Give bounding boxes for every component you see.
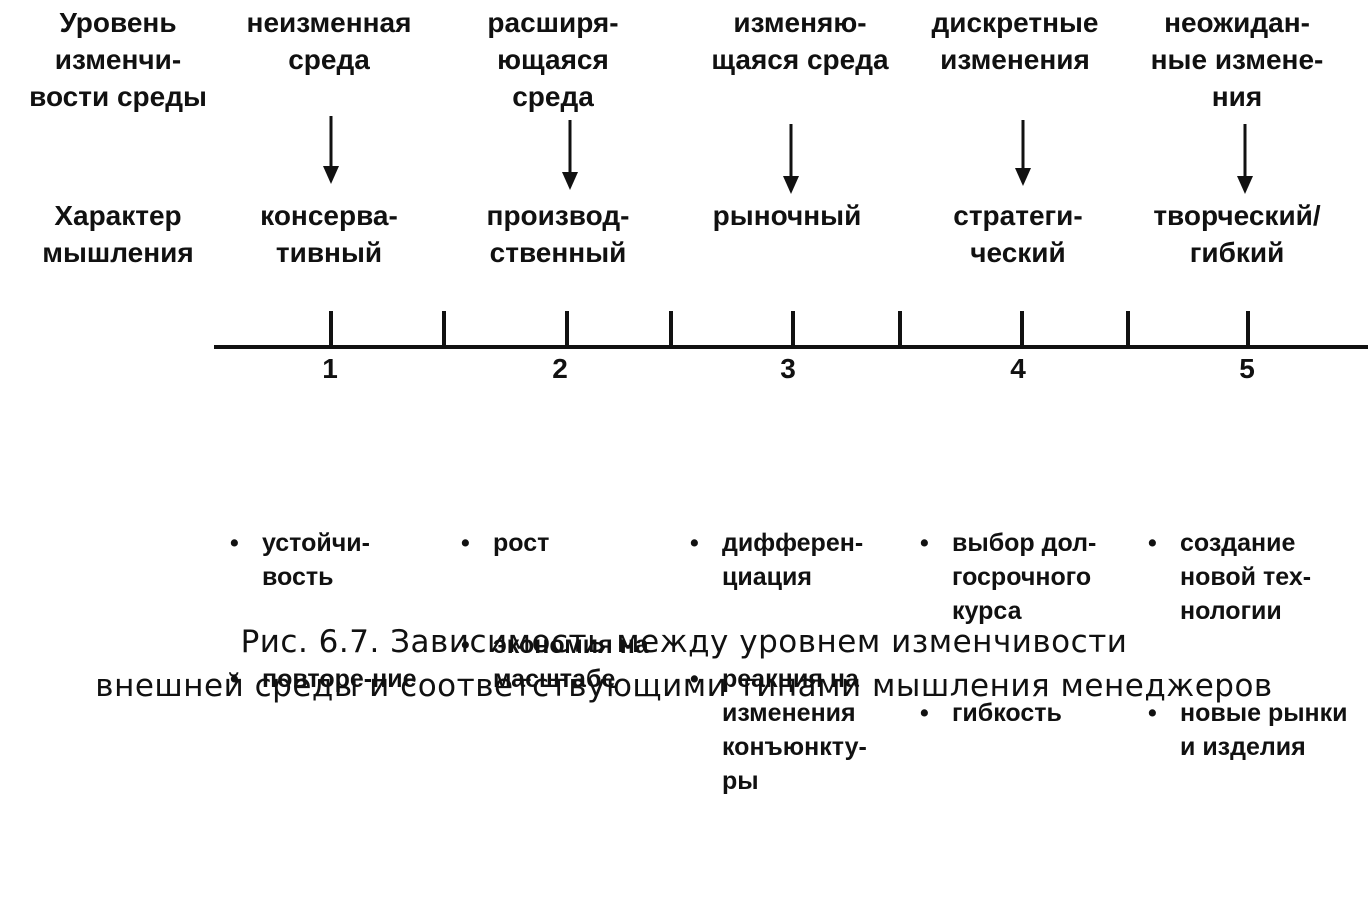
list-item: устойчи- вость — [228, 526, 416, 594]
bullet-list-4: выбор дол- госрочного курса гибкость — [918, 390, 1096, 832]
arrow-head-1 — [323, 166, 339, 184]
thinking-label-2: производ- ственный — [486, 200, 630, 268]
list-item: повторе-ние — [228, 662, 416, 696]
environment-label-2: расширя- ющаяся среда — [487, 7, 619, 112]
scale-number-4: 4 — [1010, 353, 1026, 384]
list-item: дифферен- циация — [688, 526, 867, 594]
environment-label-3: изменяю- щаяся среда — [711, 7, 889, 75]
bullet-list-1: устойчи- вость повторе-ние — [228, 390, 416, 798]
figure-caption: Рис. 6.7. Зависимость между уровнем изме… — [95, 624, 1273, 704]
thinking-label-5: творческий/ гибкий — [1153, 200, 1321, 268]
thinking-label-3: рыночный — [712, 200, 862, 231]
thinking-label-4: стратеги- ческий — [953, 200, 1083, 268]
scale-number-5: 5 — [1239, 353, 1255, 384]
bullet-list-2: рост экономия на масштабе — [459, 390, 649, 798]
scale-number-1: 1 — [322, 353, 338, 384]
environment-label-4: дискретные изменения — [931, 7, 1099, 75]
environment-label-5: неожидан- ные измене- ния — [1150, 7, 1324, 112]
list-item: рост — [459, 526, 649, 560]
list-item: выбор дол- госрочного курса — [918, 526, 1096, 628]
arrow-head-5 — [1237, 176, 1253, 194]
arrow-head-2 — [562, 172, 578, 190]
list-item: экономия на масштабе — [459, 628, 649, 696]
arrow-head-4 — [1015, 168, 1031, 186]
row-label-thinking: Характер мышления — [42, 200, 194, 268]
scale-number-3: 3 — [780, 353, 796, 384]
row-label-variability: Уровень изменчи- вости среды — [29, 7, 207, 112]
list-item: гибкость — [918, 696, 1096, 730]
thinking-label-1: консерва- тивный — [260, 200, 398, 268]
list-item: создание новой тех- нологии — [1146, 526, 1348, 628]
arrow-head-3 — [783, 176, 799, 194]
diagram-graphics — [214, 116, 1368, 349]
environment-label-1: неизменная среда — [246, 7, 412, 75]
scale-number-2: 2 — [552, 353, 568, 384]
